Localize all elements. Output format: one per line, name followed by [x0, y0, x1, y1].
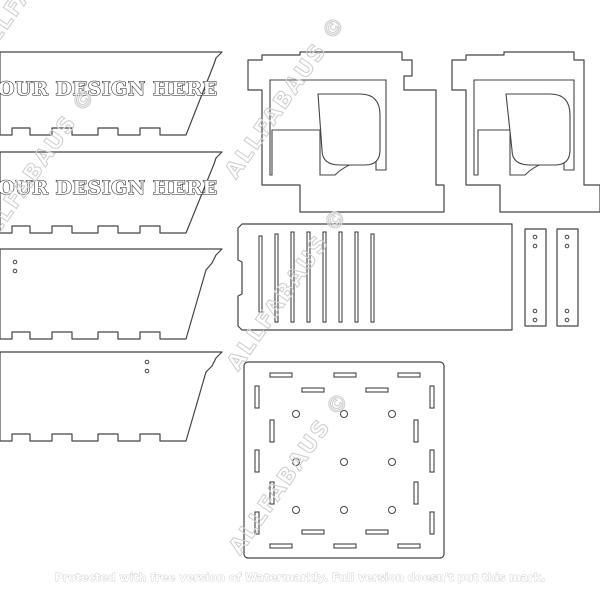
plate-hole	[292, 506, 300, 514]
slot	[429, 385, 435, 409]
plate-hole	[340, 458, 348, 466]
slot	[254, 511, 260, 535]
plate-hole	[292, 458, 300, 466]
frame-end-left	[247, 51, 445, 213]
design-text-1: OUR DESIGN HERE	[0, 78, 218, 100]
slot	[290, 231, 295, 323]
slot	[413, 419, 419, 443]
panel-hole	[12, 268, 18, 274]
slot	[365, 529, 389, 535]
slot	[365, 387, 389, 393]
slot	[413, 481, 419, 505]
slot	[397, 543, 421, 549]
plate-hole	[388, 410, 396, 418]
slot	[338, 231, 343, 323]
square-plate	[243, 361, 445, 559]
support-strip-1	[524, 228, 547, 327]
slot	[274, 233, 279, 323]
slot	[429, 511, 435, 535]
panel-hole	[12, 259, 18, 265]
strip-hole	[532, 317, 538, 323]
strip-hole	[532, 308, 538, 314]
plate-hole	[388, 506, 396, 514]
slot	[269, 543, 293, 549]
slot	[301, 387, 325, 393]
slot	[333, 543, 357, 549]
panel-hole	[144, 368, 150, 374]
slot	[269, 419, 275, 443]
side-panel-1: OUR DESIGN HERE	[0, 51, 223, 136]
slot	[258, 235, 263, 313]
strip-hole	[564, 243, 570, 249]
plate-hole	[292, 410, 300, 418]
footer-watermark: Protected with free version of Watermark…	[55, 571, 545, 584]
slot	[370, 233, 375, 323]
slot	[333, 372, 357, 378]
slot	[254, 449, 260, 473]
slot	[429, 449, 435, 473]
slot	[254, 385, 260, 409]
plate-hole	[388, 458, 396, 466]
slot	[269, 481, 275, 505]
slot	[322, 231, 327, 323]
slotted-plate	[237, 223, 513, 331]
side-panel-4	[0, 351, 223, 442]
design-text-2: OUR DESIGN HERE	[0, 177, 218, 199]
plate-hole	[340, 506, 348, 514]
slot	[301, 529, 325, 535]
strip-hole	[564, 317, 570, 323]
support-strip-2	[556, 228, 579, 327]
side-panel-3	[0, 248, 223, 340]
strip-hole	[532, 243, 538, 249]
strip-hole	[564, 308, 570, 314]
plate-hole	[340, 410, 348, 418]
strip-hole	[532, 234, 538, 240]
slot	[306, 231, 311, 323]
slot	[269, 372, 293, 378]
strip-hole	[564, 234, 570, 240]
slot	[397, 372, 421, 378]
side-panel-2: OUR DESIGN HERE	[0, 151, 223, 234]
slot	[354, 231, 359, 323]
frame-end-right	[451, 51, 600, 213]
panel-hole	[144, 359, 150, 365]
